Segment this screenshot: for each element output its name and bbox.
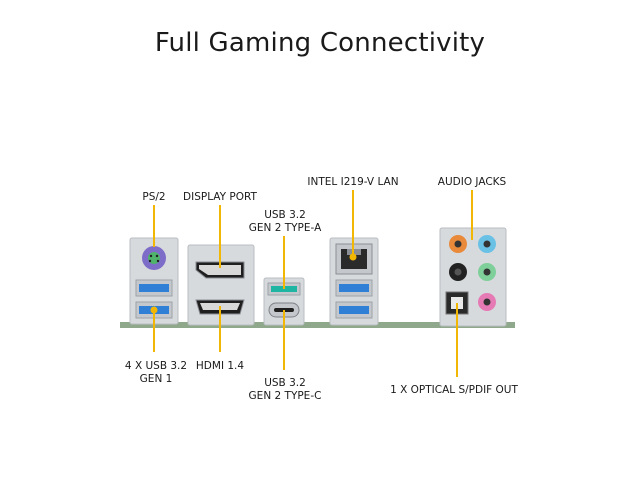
label-display-port: DISPLAY PORT	[183, 191, 257, 203]
board-strip	[120, 322, 515, 328]
leader-lines	[150, 190, 473, 377]
label-optical-spdif: 1 X OPTICAL S/PDIF OUT	[390, 384, 518, 396]
label-lan: INTEL I219-V LAN	[307, 176, 399, 188]
label-usb-gen2-c-line1: USB 3.2	[264, 377, 306, 389]
label-ps2: PS/2	[142, 191, 166, 203]
page-title: Full Gaming Connectivity	[154, 28, 486, 58]
label-usb-gen2-a-line1: USB 3.2	[264, 209, 306, 221]
label-usb-gen2-c-line2: GEN 2 TYPE-C	[248, 390, 322, 402]
lan-usb-stack	[329, 237, 379, 326]
label-usb-gen1-line2: GEN 1	[139, 373, 173, 385]
audio-block	[439, 227, 507, 327]
label-usb-gen2-a-line2: GEN 2 TYPE-A	[248, 222, 322, 234]
label-audio-jacks: AUDIO JACKS	[437, 176, 507, 188]
label-usb-gen1-line1: 4 X USB 3.2	[124, 360, 188, 372]
label-hdmi: HDMI 1.4	[195, 360, 245, 372]
